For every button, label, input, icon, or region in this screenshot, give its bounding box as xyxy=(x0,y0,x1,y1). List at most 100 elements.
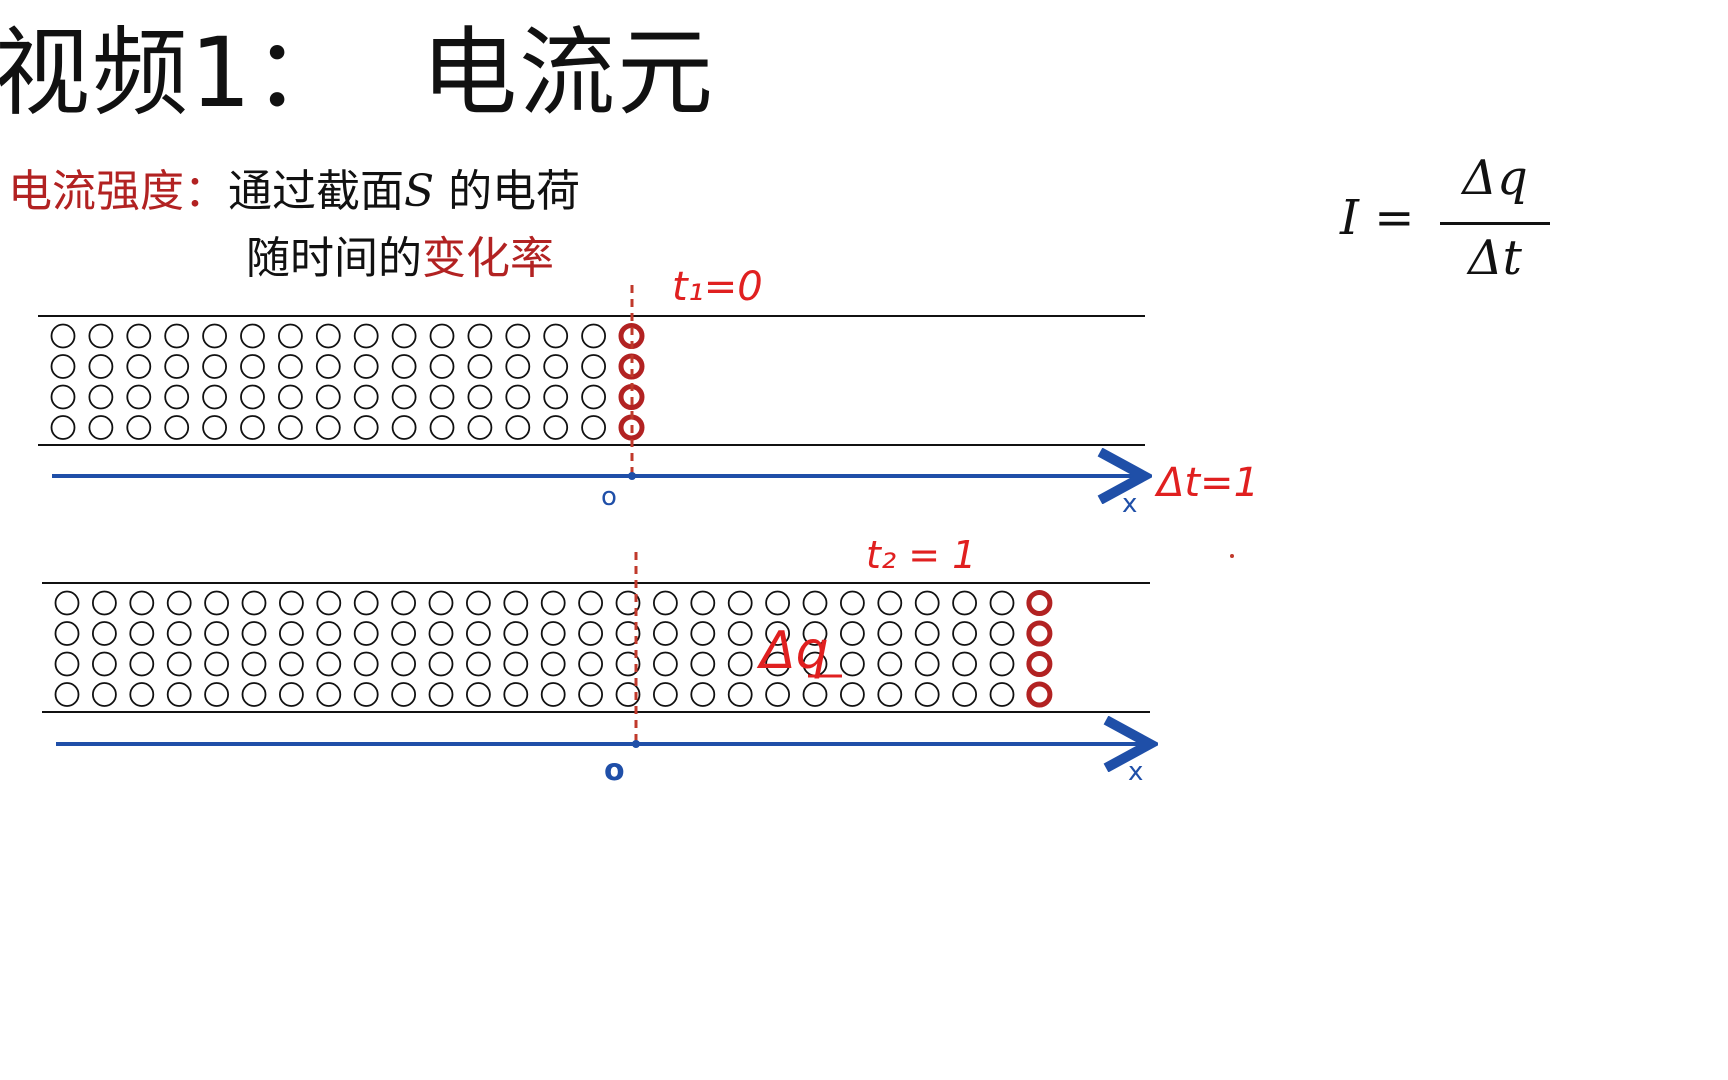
charge-carrier xyxy=(54,682,80,707)
charge-carrier xyxy=(277,354,303,379)
charge-carrier xyxy=(240,384,265,410)
charge-carrier xyxy=(653,621,678,646)
charge-carrier xyxy=(505,323,531,349)
charge-carrier xyxy=(240,415,265,440)
charge-carrier xyxy=(126,354,152,379)
definition-text-a: 通过截面 xyxy=(228,166,404,217)
charge-carrier xyxy=(540,590,566,616)
charge-carrier xyxy=(653,590,678,616)
charge-carrier xyxy=(428,621,454,646)
charge-carrier xyxy=(840,682,865,707)
charge-carrier xyxy=(765,651,790,677)
charge-carrier xyxy=(765,682,790,707)
charge-carrier xyxy=(989,682,1015,707)
charge-carrier xyxy=(166,682,192,707)
delta-t-note: Δt=1 xyxy=(1154,460,1259,506)
charge-carrier xyxy=(428,651,454,677)
charge-carrier xyxy=(166,651,192,677)
charge-carrier xyxy=(467,323,493,349)
charge-carrier xyxy=(503,651,529,677)
charge-carrier xyxy=(315,354,341,379)
charge-carrier-highlighted xyxy=(1026,651,1053,677)
charge-carrier xyxy=(840,621,865,646)
charge-carrier xyxy=(802,621,828,646)
charge-carrier xyxy=(840,651,865,677)
charge-carrier xyxy=(129,651,155,677)
charge-carrier xyxy=(315,415,341,440)
charge-carrier xyxy=(164,323,190,349)
charge-carrier xyxy=(503,682,529,707)
charge-carrier xyxy=(581,384,606,410)
charge-carrier xyxy=(877,651,903,677)
charge-carrier xyxy=(54,590,80,616)
charge-carrier xyxy=(540,651,566,677)
axis-label: x xyxy=(1122,489,1137,519)
charge-carrier xyxy=(391,415,417,440)
charge-carrier xyxy=(202,384,228,410)
charge-carrier xyxy=(92,682,117,707)
axis-label: x xyxy=(1128,757,1143,787)
definition-text-c: 随时间的 xyxy=(246,233,422,284)
charge-carrier xyxy=(914,651,940,677)
charge-carrier xyxy=(578,682,603,707)
title-part1: 视频1： xyxy=(0,17,352,129)
charge-carrier xyxy=(241,621,267,646)
charge-carrier xyxy=(54,651,80,677)
definition-text-b: 的电荷 xyxy=(434,166,581,217)
charge-carrier-highlighted xyxy=(1026,681,1053,708)
charge-carrier xyxy=(88,384,114,410)
formula-lhs: I = xyxy=(1340,190,1415,246)
charge-carrier xyxy=(914,682,940,707)
charge-carrier xyxy=(92,590,117,616)
charge-carrier xyxy=(615,621,641,646)
charge-carrier xyxy=(353,323,379,349)
charge-carrier xyxy=(204,682,230,707)
origin-dot xyxy=(632,740,640,748)
charge-carrier xyxy=(615,590,641,616)
charge-carrier xyxy=(277,415,303,440)
charge-carrier xyxy=(543,323,569,349)
charge-carrier xyxy=(578,621,603,646)
charge-carrier xyxy=(690,651,716,677)
charge-carrier xyxy=(202,323,228,349)
origin-label: o xyxy=(601,482,617,512)
definition-symbol: S xyxy=(404,166,435,217)
charge-carrier xyxy=(989,651,1015,677)
charge-carrier xyxy=(391,323,417,349)
charge-carrier xyxy=(503,621,529,646)
charge-carrier xyxy=(543,354,569,379)
charge-carrier xyxy=(166,590,192,616)
charge-carrier xyxy=(765,621,790,646)
charge-carrier xyxy=(391,384,417,410)
definition-line-2: 随时间的变化率 xyxy=(246,232,554,286)
charge-carrier xyxy=(278,651,304,677)
charge-carrier xyxy=(88,415,114,440)
charge-carrier xyxy=(914,621,940,646)
charge-carrier xyxy=(690,590,716,616)
charge-carrier xyxy=(429,323,455,349)
charge-carrier xyxy=(316,621,342,646)
charge-carrier xyxy=(129,621,155,646)
charge-carrier xyxy=(126,384,152,410)
charge-carrier xyxy=(690,682,716,707)
charge-carrier xyxy=(578,651,603,677)
charge-carrier xyxy=(653,682,678,707)
charge-carrier xyxy=(315,323,341,349)
charge-grid xyxy=(50,323,645,441)
charge-carrier xyxy=(505,354,531,379)
charge-carrier xyxy=(840,590,865,616)
charge-carrier xyxy=(653,651,678,677)
charge-carrier xyxy=(202,354,228,379)
charge-carrier xyxy=(503,590,529,616)
charge-carrier xyxy=(92,651,117,677)
charge-carrier xyxy=(429,384,455,410)
charge-carrier xyxy=(989,590,1015,616)
charge-carrier xyxy=(690,621,716,646)
panel-1: o x t₁=0 Δt=1 xyxy=(38,264,1259,519)
charge-carrier xyxy=(316,682,342,707)
charge-carrier xyxy=(353,590,379,616)
charge-carrier-highlighted xyxy=(1026,620,1053,647)
charge-carrier xyxy=(166,621,192,646)
charge-carrier xyxy=(391,354,417,379)
